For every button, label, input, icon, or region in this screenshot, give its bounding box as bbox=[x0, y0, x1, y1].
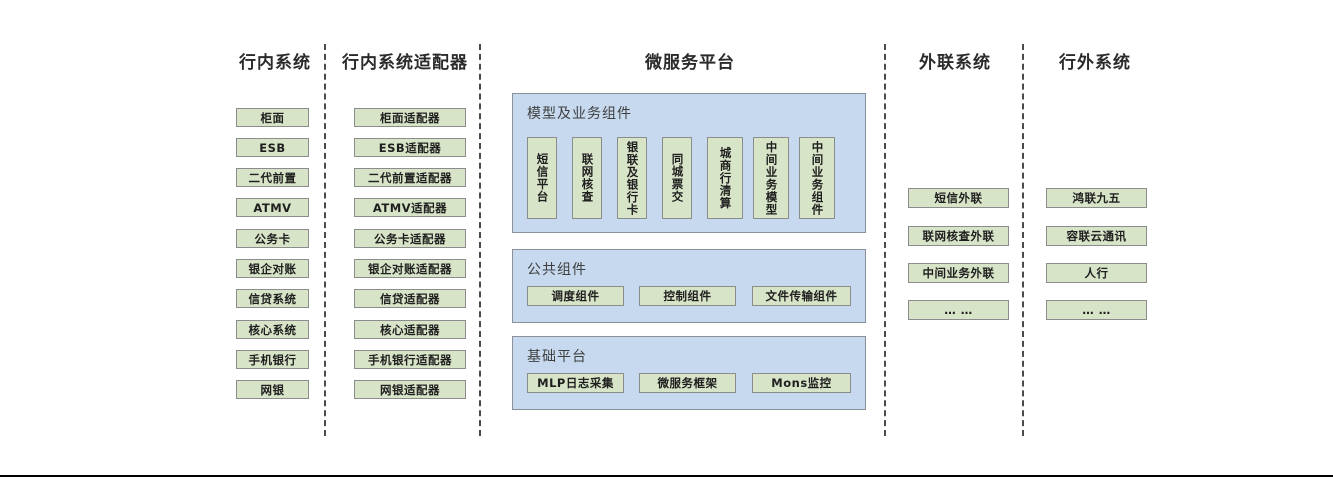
node-model-3[interactable]: 同城票交 bbox=[662, 137, 692, 219]
node-in-bank-1[interactable]: ESB bbox=[236, 138, 309, 157]
node-base-2[interactable]: Mons监控 bbox=[752, 373, 851, 393]
node-in-bank-2[interactable]: 二代前置 bbox=[236, 168, 309, 187]
node-model-1-label: 联网核查 bbox=[580, 153, 595, 203]
panel-title-base-platform: 基础平台 bbox=[527, 349, 587, 365]
node-external-link-1[interactable]: 联网核查外联 bbox=[908, 226, 1009, 246]
node-in-bank-0[interactable]: 柜面 bbox=[236, 108, 309, 127]
divider-4 bbox=[1022, 44, 1024, 436]
node-in-bank-8[interactable]: 手机银行 bbox=[236, 350, 309, 369]
node-out-bank-3[interactable]: … … bbox=[1046, 300, 1147, 320]
node-in-bank-5[interactable]: 银企对账 bbox=[236, 259, 309, 278]
node-in-bank-adapter-4[interactable]: 公务卡适配器 bbox=[354, 229, 466, 248]
node-model-0[interactable]: 短信平台 bbox=[527, 137, 557, 219]
node-model-0-label: 短信平台 bbox=[535, 153, 550, 203]
divider-3 bbox=[884, 44, 886, 436]
node-in-bank-adapter-2[interactable]: 二代前置适配器 bbox=[354, 168, 466, 187]
divider-2 bbox=[479, 44, 481, 436]
node-model-5[interactable]: 中间业务模型 bbox=[753, 137, 789, 219]
node-in-bank-4[interactable]: 公务卡 bbox=[236, 229, 309, 248]
node-model-2-label: 银联及银行卡 bbox=[625, 140, 640, 216]
column-title-in-bank: 行内系统 bbox=[239, 53, 311, 73]
node-out-bank-0[interactable]: 鸿联九五 bbox=[1046, 188, 1147, 208]
node-in-bank-adapter-8[interactable]: 手机银行适配器 bbox=[354, 350, 466, 369]
divider-1 bbox=[324, 44, 326, 436]
panel-title-model-business-components: 模型及业务组件 bbox=[527, 106, 632, 122]
node-base-1[interactable]: 微服务框架 bbox=[639, 373, 736, 393]
bottom-divider bbox=[0, 475, 1333, 477]
node-model-1[interactable]: 联网核查 bbox=[572, 137, 602, 219]
node-model-6[interactable]: 中间业务组件 bbox=[799, 137, 835, 219]
column-title-micro-platform: 微服务平台 bbox=[645, 53, 735, 73]
panel-title-public-components: 公共组件 bbox=[527, 262, 587, 278]
node-in-bank-adapter-0[interactable]: 柜面适配器 bbox=[354, 108, 466, 127]
node-out-bank-1[interactable]: 容联云通讯 bbox=[1046, 226, 1147, 246]
node-model-5-label: 中间业务模型 bbox=[764, 140, 779, 216]
node-in-bank-adapter-5[interactable]: 银企对账适配器 bbox=[354, 259, 466, 278]
column-title-in-bank-adapter: 行内系统适配器 bbox=[342, 53, 468, 73]
node-in-bank-6[interactable]: 信贷系统 bbox=[236, 289, 309, 308]
node-base-0[interactable]: MLP日志采集 bbox=[527, 373, 624, 393]
node-in-bank-adapter-9[interactable]: 网银适配器 bbox=[354, 380, 466, 399]
node-external-link-2[interactable]: 中间业务外联 bbox=[908, 263, 1009, 283]
column-title-out-bank: 行外系统 bbox=[1059, 53, 1131, 73]
node-in-bank-3[interactable]: ATMV bbox=[236, 198, 309, 217]
node-model-4-label: 城商行清算 bbox=[718, 146, 733, 210]
node-model-2[interactable]: 银联及银行卡 bbox=[617, 137, 647, 219]
node-external-link-3[interactable]: … … bbox=[908, 300, 1009, 320]
node-in-bank-9[interactable]: 网银 bbox=[236, 380, 309, 399]
node-out-bank-2[interactable]: 人行 bbox=[1046, 263, 1147, 283]
node-in-bank-adapter-6[interactable]: 信贷适配器 bbox=[354, 289, 466, 308]
node-public-1[interactable]: 控制组件 bbox=[639, 286, 736, 306]
node-public-2[interactable]: 文件传输组件 bbox=[752, 286, 851, 306]
node-in-bank-adapter-3[interactable]: ATMV适配器 bbox=[354, 198, 466, 217]
column-title-external-link: 外联系统 bbox=[919, 53, 991, 73]
node-in-bank-adapter-1[interactable]: ESB适配器 bbox=[354, 138, 466, 157]
node-in-bank-adapter-7[interactable]: 核心适配器 bbox=[354, 320, 466, 339]
node-external-link-0[interactable]: 短信外联 bbox=[908, 188, 1009, 208]
node-model-4[interactable]: 城商行清算 bbox=[707, 137, 743, 219]
node-model-3-label: 同城票交 bbox=[670, 153, 685, 203]
node-model-6-label: 中间业务组件 bbox=[810, 140, 825, 216]
node-public-0[interactable]: 调度组件 bbox=[527, 286, 624, 306]
node-in-bank-7[interactable]: 核心系统 bbox=[236, 320, 309, 339]
